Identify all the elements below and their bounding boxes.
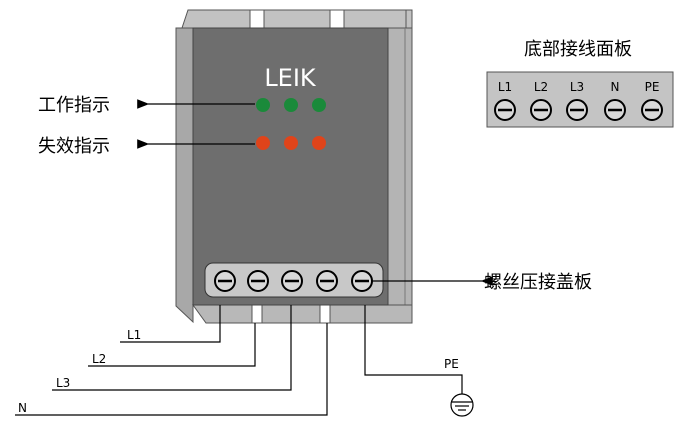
working-led-1 [256, 98, 270, 112]
callout-failure-label: 失效指示 [38, 136, 110, 157]
screw-terminal-icon [494, 99, 516, 121]
callout-failure: 失效指示 [38, 136, 255, 157]
screw-terminal-icon [641, 99, 663, 121]
top-rail [181, 9, 413, 29]
top-slot-right [329, 9, 345, 29]
screw-terminal-icon [316, 270, 338, 292]
panel-terminal-label: L1 [498, 80, 512, 94]
device-enclosure: LEIK [175, 9, 413, 324]
top-slot-left [249, 9, 265, 29]
wire-label-l3: L3 [56, 376, 70, 390]
callout-working-label: 工作指示 [38, 95, 110, 116]
ground-symbol-icon [450, 393, 474, 417]
failure-led-3 [312, 136, 326, 150]
wire-label-l1: L1 [127, 328, 141, 342]
screw-terminal-icon [214, 270, 236, 292]
cover-screws [214, 270, 373, 292]
bottom-panel-title: 底部接线面板 [524, 39, 632, 60]
callout-cover: 螺丝压接盖板 [372, 272, 592, 293]
panel-terminal-label: N [611, 80, 620, 94]
bottom-slot-left [251, 304, 263, 324]
callout-working: 工作指示 [38, 95, 255, 116]
bottom-slot-right [319, 304, 331, 324]
panel-terminal-label: L3 [570, 80, 584, 94]
screw-terminal-icon [281, 270, 303, 292]
failure-indicator-leds [256, 136, 326, 150]
callout-cover-label: 螺丝压接盖板 [484, 272, 592, 293]
device-face [192, 27, 389, 306]
panel-terminal-label: L2 [534, 80, 548, 94]
brand-logo: LEIK [264, 64, 317, 92]
working-led-2 [284, 98, 298, 112]
screw-terminal-icon [604, 99, 626, 121]
screw-terminal-icon [351, 270, 373, 292]
wire-pe [364, 305, 463, 395]
screw-terminal-icon [247, 270, 269, 292]
bottom-wiring-panel: 底部接线面板 L1 L2 L3 N PE [486, 39, 674, 128]
wire-labels: L1 L2 L3 N PE [18, 328, 459, 415]
bottom-rail [192, 304, 413, 324]
screw-terminal-icon [530, 99, 552, 121]
wire-l1 [120, 305, 221, 343]
panel-terminal-label: PE [645, 80, 660, 94]
failure-led-2 [284, 136, 298, 150]
screw-terminal-icon [566, 99, 588, 121]
failure-led-1 [256, 136, 270, 150]
working-led-3 [312, 98, 326, 112]
right-frame [387, 27, 413, 323]
wire-label-l2: L2 [92, 352, 106, 366]
panel-terminals: L1 L2 L3 N PE [494, 80, 663, 121]
wire-l2 [88, 323, 256, 367]
wire-label-n: N [18, 401, 27, 415]
wire-l3 [52, 305, 292, 391]
working-indicator-leds [256, 98, 326, 112]
wires [15, 305, 463, 416]
left-flange [175, 27, 194, 324]
wire-label-pe: PE [444, 357, 459, 371]
wire-n [15, 323, 328, 416]
